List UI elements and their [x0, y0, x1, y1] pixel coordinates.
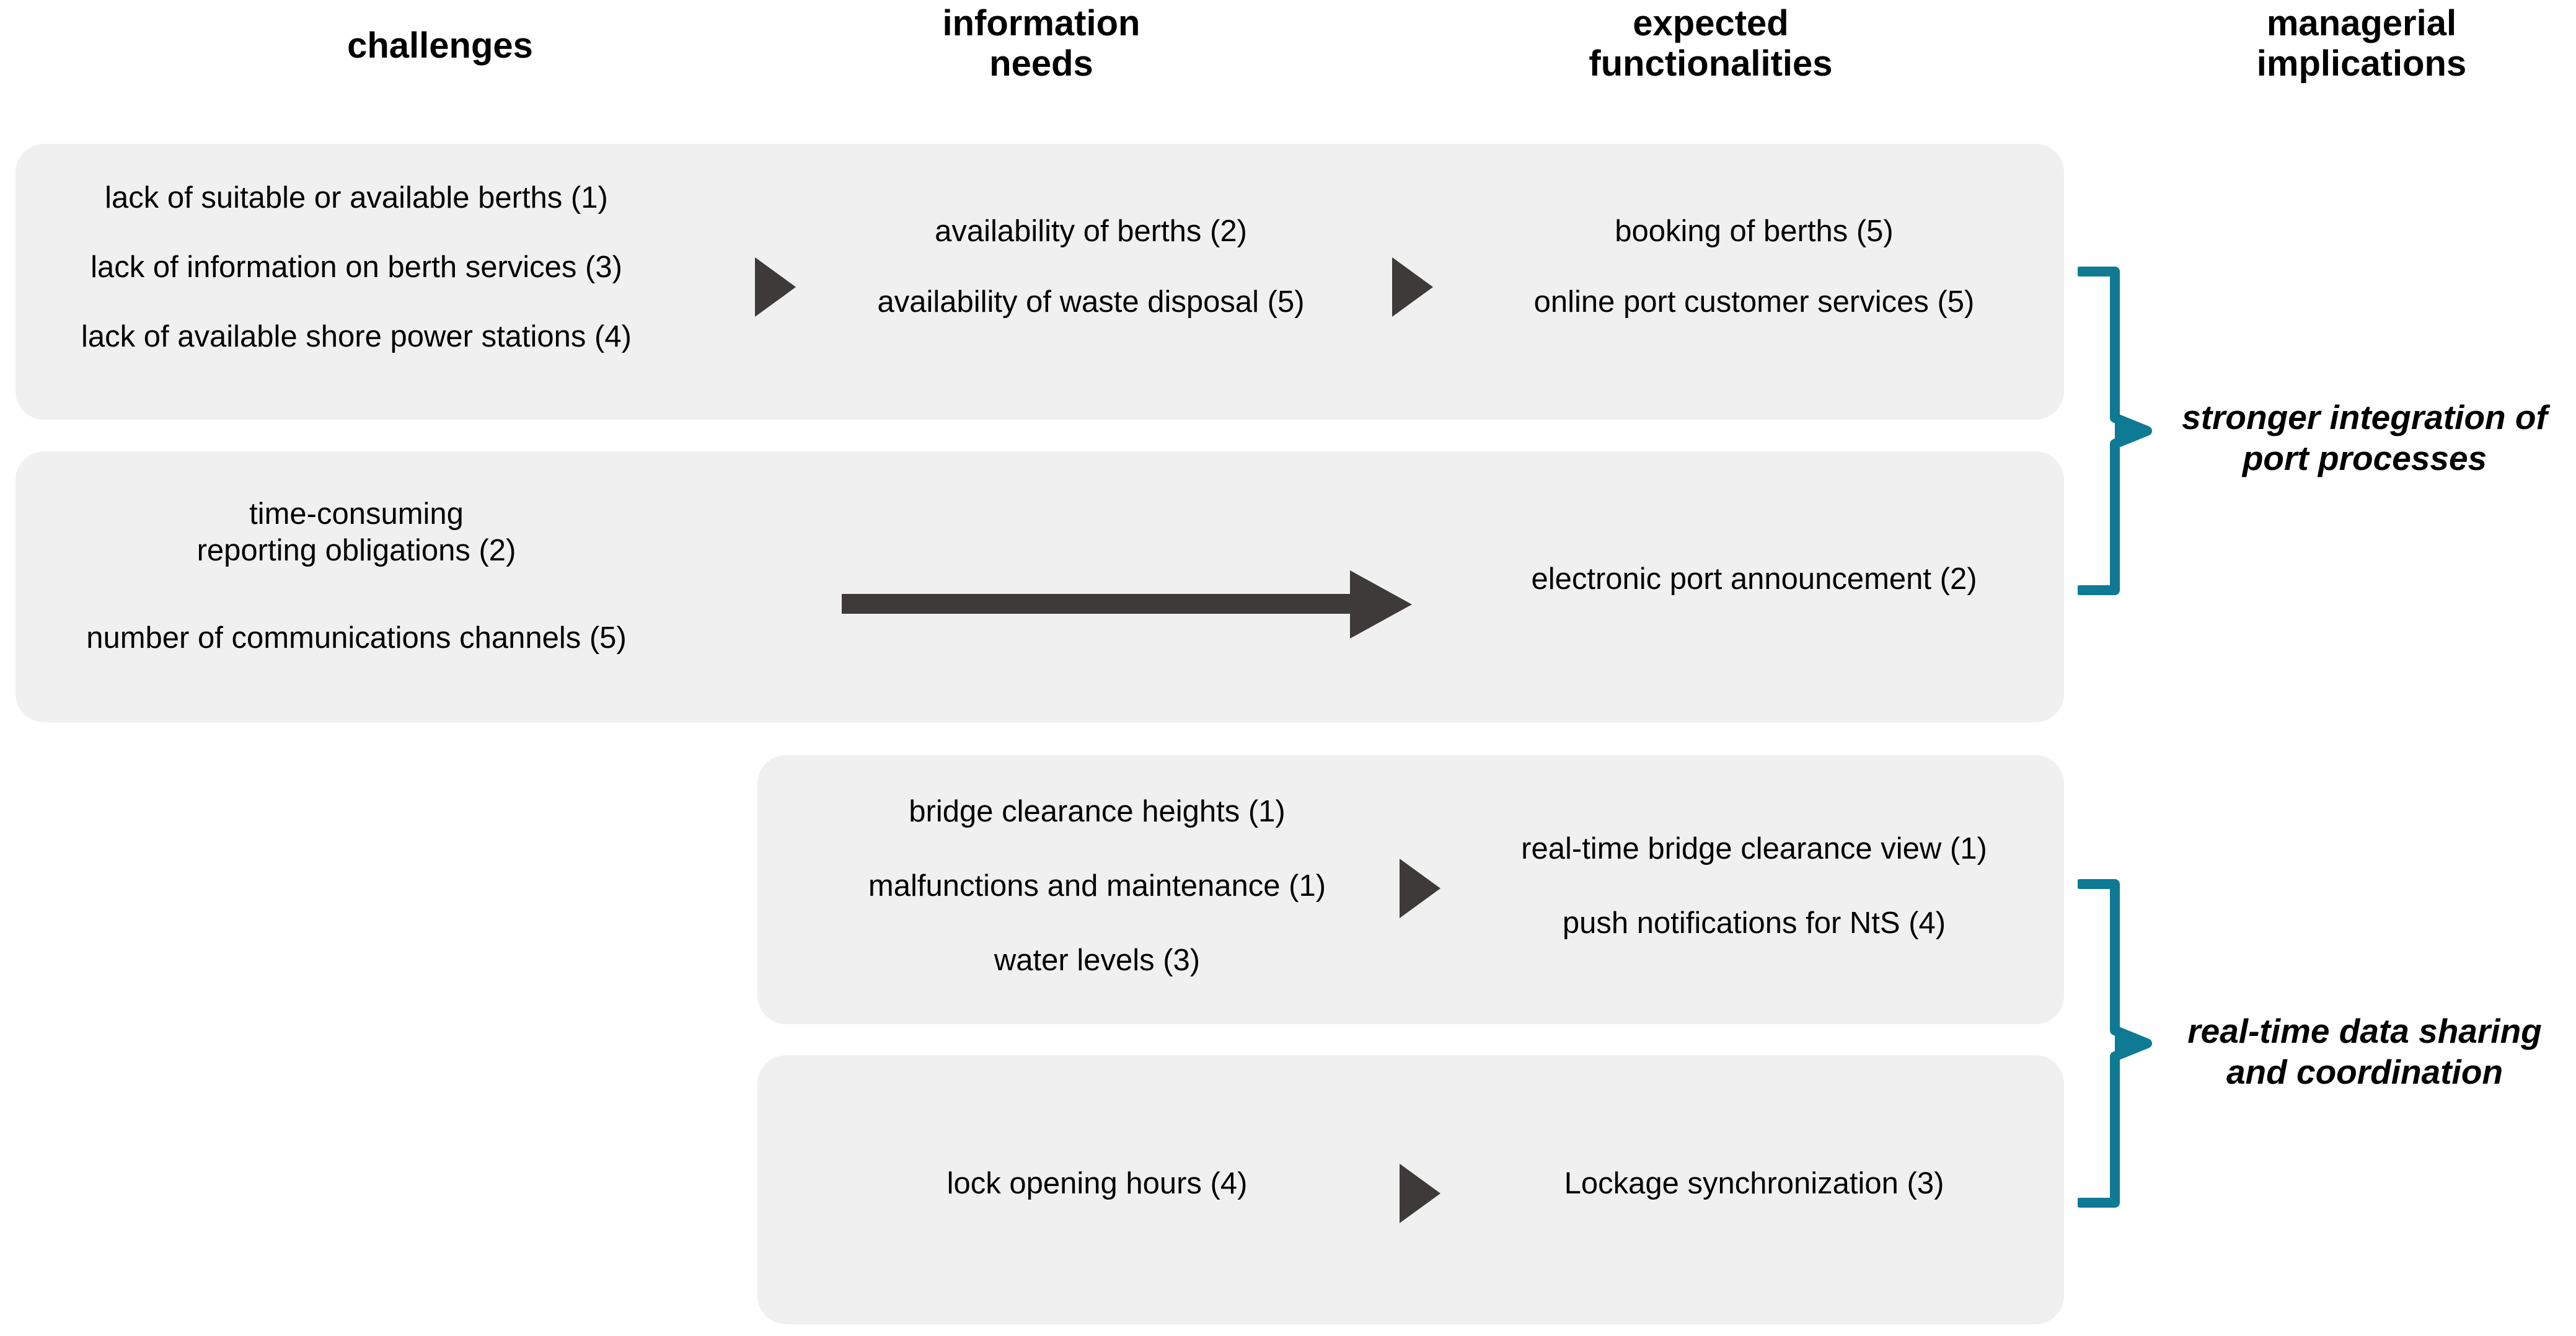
column-header-challenges: challenges — [347, 25, 533, 66]
managerial-implication-label: real-time data sharing and coordination — [2187, 1012, 2542, 1091]
expected-functionality-item: real-time bridge clearance view (1) — [1521, 832, 1987, 865]
challenge-item: time-consuming reporting obligations (2) — [196, 497, 516, 567]
challenge-item: lack of available shore power stations (… — [81, 320, 632, 353]
triangle-right-arrow-icon — [1400, 1164, 1440, 1223]
expected-functionality-item: booking of berths (5) — [1615, 215, 1894, 248]
bracket-right-icon — [2078, 267, 2152, 595]
long-right-arrow-icon — [842, 570, 1412, 639]
column-header-information-needs: information needs — [942, 3, 1140, 84]
information-need-item: availability of berths (2) — [935, 215, 1247, 248]
information-need-item: bridge clearance heights (1) — [909, 795, 1286, 828]
triangle-right-arrow-icon — [755, 257, 796, 317]
bracket-right-icon — [2078, 879, 2152, 1208]
triangle-right-arrow-icon — [1392, 257, 1433, 317]
column-header-expected-functionalities: expected functionalities — [1589, 3, 1833, 84]
information-need-item: malfunctions and maintenance (1) — [868, 869, 1326, 903]
managerial-implication-label: stronger integration of port processes — [2182, 398, 2547, 477]
information-need-item: lock opening hours (4) — [946, 1167, 1248, 1200]
column-header-managerial-implications: managerial implications — [2256, 3, 2467, 84]
challenge-item: lack of suitable or available berths (1) — [105, 181, 608, 215]
information-need-item: water levels (3) — [994, 944, 1201, 977]
arrow-shaft — [842, 594, 1356, 614]
challenge-item: number of communications channels (5) — [86, 621, 627, 655]
challenge-item: lack of information on berth services (3… — [90, 250, 622, 284]
expected-functionality-item: push notifications for NtS (4) — [1562, 906, 1946, 940]
triangle-right-arrow-icon — [1400, 859, 1440, 918]
expected-functionality-item: online port customer services (5) — [1533, 285, 1975, 319]
row-panel-1 — [15, 144, 2064, 420]
row-panel-2 — [15, 451, 2064, 722]
information-need-item: availability of waste disposal (5) — [877, 285, 1305, 319]
expected-functionality-item: electronic port announcement (2) — [1531, 562, 1977, 596]
expected-functionality-item: Lockage synchronization (3) — [1564, 1167, 1944, 1200]
arrow-head — [1350, 570, 1412, 639]
